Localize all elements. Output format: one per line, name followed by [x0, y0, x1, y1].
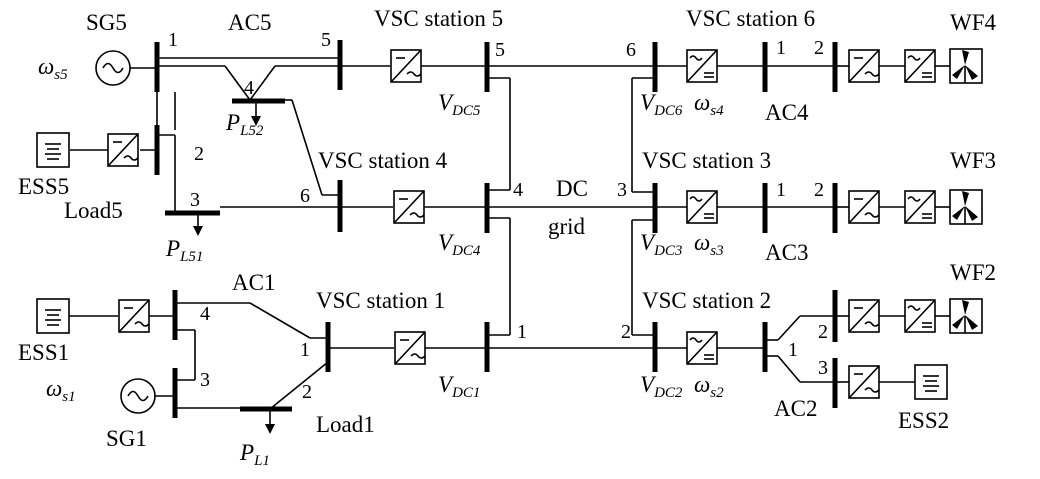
bus-number: 4 [513, 179, 523, 201]
grid-label: grid [548, 214, 586, 239]
bus-number: 5 [321, 29, 331, 51]
bus-number: 1 [168, 29, 178, 51]
vsc4-label: VSC station 4 [318, 148, 448, 173]
vsc6-label: VSC station 6 [686, 6, 815, 31]
symbols: ωs5 ωs1 ωs2 ωs3 ωs4 VDC5 VDC4 VDC1 VDC6 … [38, 54, 724, 469]
omega-s5: ωs5 [38, 54, 68, 83]
wf3-converter-b-icon [904, 190, 936, 224]
bus-number: 2 [814, 37, 824, 59]
ess1-converter-icon [118, 299, 150, 333]
sg1-generator-icon [120, 378, 156, 414]
sg5-label: SG5 [86, 10, 127, 35]
ac4-label: AC4 [765, 100, 809, 125]
bus-number: 1 [776, 179, 786, 201]
ess5-label: ESS5 [18, 174, 69, 199]
vsc3-converter-icon [686, 190, 718, 224]
bus-number: 4 [244, 77, 254, 99]
vsc3-label: VSC station 3 [642, 148, 771, 173]
vdc3: VDC3 [640, 230, 682, 259]
ess2-label: ESS2 [898, 408, 949, 433]
omega-s2: ωs2 [694, 372, 724, 401]
labels: SG5 AC5 VSC station 5 VSC station 6 WF4 … [18, 6, 997, 451]
vdc1: VDC1 [438, 372, 480, 401]
wf2-label: WF2 [950, 260, 996, 285]
bus-number: 4 [200, 303, 210, 325]
vdc4: VDC4 [438, 230, 481, 259]
ess1-icon [36, 298, 70, 334]
ac1-area [36, 290, 487, 434]
ac3-label: AC3 [765, 240, 808, 265]
vdc5: VDC5 [438, 90, 481, 119]
wf4-label: WF4 [950, 10, 997, 35]
bus-number: 3 [818, 357, 828, 379]
load5-label: Load5 [64, 198, 123, 223]
wf4-converter-b-icon [904, 49, 936, 83]
omega-s4: ωs4 [694, 90, 724, 119]
ac1-label: AC1 [232, 270, 275, 295]
bus-number: 3 [200, 369, 210, 391]
bus-number: 5 [495, 39, 505, 61]
vsc5-label: VSC station 5 [374, 6, 503, 31]
bus-number: 2 [194, 143, 204, 165]
bus-number: 3 [617, 179, 627, 201]
vsc4-converter-icon [393, 190, 425, 224]
omega-s3: ωs3 [694, 230, 724, 259]
sg5-generator-icon [95, 50, 131, 86]
bus-number: 1 [788, 339, 798, 361]
bus-number: 2 [818, 321, 828, 343]
vdc6: VDC6 [640, 90, 683, 119]
bus-numbers: 1 5 4 2 3 6 5 4 1 6 3 2 1 2 1 2 1 2 3 4 … [168, 29, 828, 403]
ess2-converter-icon [848, 365, 880, 399]
vsc1-label: VSC station 1 [316, 288, 445, 313]
wf4-turbine-icon [949, 48, 983, 84]
bus-number: 2 [621, 321, 631, 343]
load1-label: Load1 [316, 412, 375, 437]
bus-number: 6 [626, 39, 636, 61]
wf2-turbine-icon [949, 298, 983, 334]
ac2-label: AC2 [774, 396, 817, 421]
ess5-icon [36, 132, 70, 168]
ess2-icon [914, 364, 948, 400]
vsc5-converter-icon [390, 49, 422, 83]
right-stations [655, 42, 983, 408]
bus-number: 2 [302, 381, 312, 403]
omega-s1: ωs1 [46, 376, 76, 405]
bus-number: 1 [517, 321, 527, 343]
pl1: PL1 [239, 440, 270, 469]
vsc6-converter-icon [686, 49, 718, 83]
bus-number: 3 [190, 189, 200, 211]
wf3-converter-a-icon [848, 190, 880, 224]
pl52: PL52 [225, 110, 264, 139]
bus-number: 1 [300, 339, 310, 361]
vsc2-converter-icon [686, 331, 718, 365]
wf2-converter-a-icon [848, 299, 880, 333]
sg1-label: SG1 [106, 426, 147, 451]
dc-label: DC [556, 176, 588, 201]
vsc2-label: VSC station 2 [642, 288, 771, 313]
wf3-turbine-icon [949, 189, 983, 225]
ess1-label: ESS1 [18, 340, 69, 365]
wf2-converter-b-icon [904, 299, 936, 333]
pl51: PL51 [165, 236, 203, 265]
bus-number: 1 [776, 37, 786, 59]
ac5-label: AC5 [228, 10, 271, 35]
ess5-converter-icon [107, 133, 139, 167]
bus-number: 2 [814, 179, 824, 201]
wf3-label: WF3 [950, 148, 996, 173]
bus-number: 6 [300, 185, 310, 207]
ac5-area [36, 40, 487, 236]
vsc1-converter-icon [394, 331, 426, 365]
vdc2: VDC2 [640, 372, 683, 401]
wf4-converter-a-icon [848, 49, 880, 83]
dc-grid [484, 42, 658, 372]
